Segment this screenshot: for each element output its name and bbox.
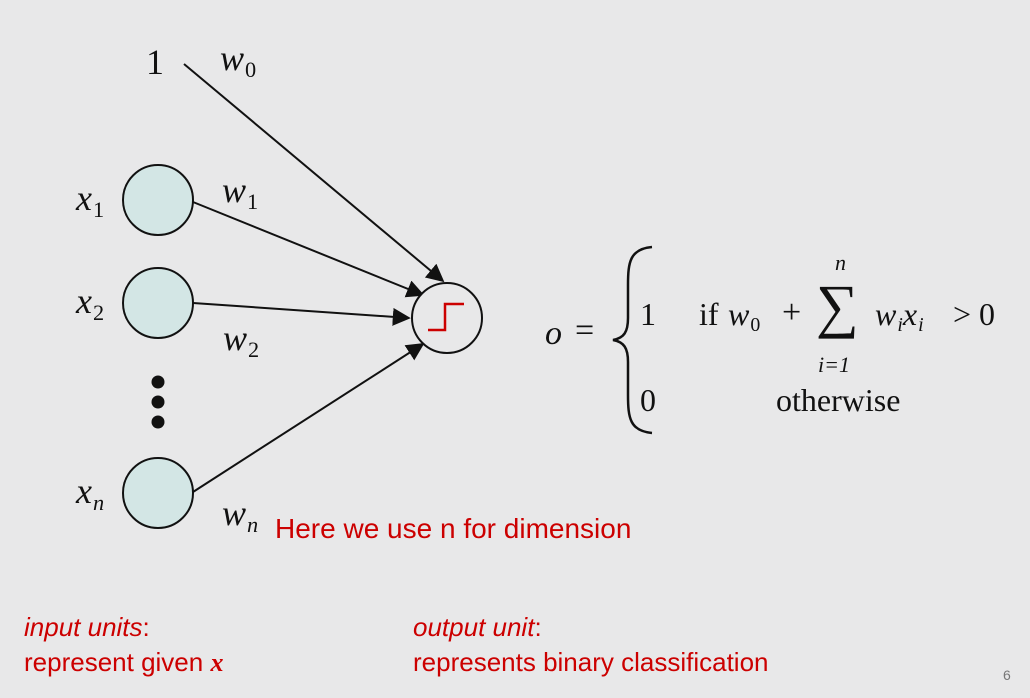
ellipsis-dot — [151, 375, 165, 389]
output-node — [411, 282, 483, 354]
input-node-x1 — [122, 164, 194, 236]
page-number: 6 — [1003, 667, 1011, 683]
input-label-x2: x2 — [76, 281, 105, 326]
sum-upper-limit: n — [835, 250, 846, 275]
input-label-xn: xn — [76, 471, 105, 516]
formula-lhs: o — [545, 315, 562, 352]
formula-gt-zero: > 0 — [953, 296, 996, 332]
case1-if: if — [699, 296, 719, 332]
edge-xn — [192, 343, 425, 493]
formula-plus: + — [782, 294, 802, 331]
case1-w0: w0 — [728, 296, 761, 337]
bias-input-label: 1 — [146, 42, 164, 82]
input-node-xn — [122, 457, 194, 529]
output-unit-caption: output unit: represents binary classific… — [413, 612, 769, 678]
sum-lower-limit: i=1 — [818, 352, 850, 377]
weight-label-w1: w1 — [222, 170, 259, 215]
weight-label-w2: w2 — [223, 318, 260, 363]
case2-otherwise: otherwise — [776, 382, 901, 418]
ellipsis-dot — [151, 395, 165, 409]
input-units-caption: input units: represent given x — [24, 612, 224, 678]
ellipsis-dot — [151, 415, 165, 429]
input-label-x1: x1 — [76, 178, 105, 223]
edge-bias — [183, 63, 445, 283]
edge-x1 — [192, 201, 425, 298]
case1-value: 1 — [640, 296, 656, 332]
input-var-x: x — [210, 648, 224, 678]
weight-label-wn: wn — [222, 493, 259, 538]
sum-term: wixi — [875, 296, 924, 337]
weight-label-w0: w0 — [220, 38, 257, 83]
dimension-note: Here we use n for dimension — [275, 513, 632, 544]
case2-value: 0 — [640, 382, 656, 418]
step-function-icon — [428, 302, 464, 332]
piecewise-brace — [612, 245, 653, 435]
sum-symbol: ∑ — [816, 273, 859, 339]
formula-equals: = — [575, 312, 595, 349]
input-node-x2 — [122, 267, 194, 339]
edge-x2 — [192, 302, 411, 326]
